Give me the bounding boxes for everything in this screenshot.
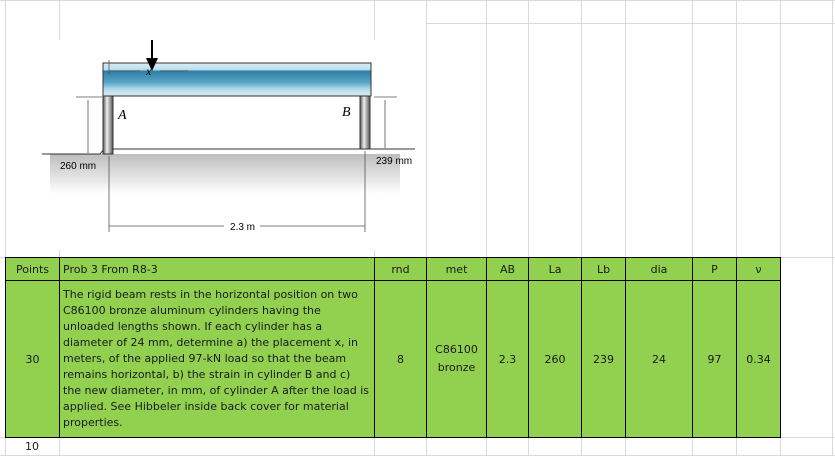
beam-diagram: x A B 260 mm 239 mm 2.3 m — [40, 38, 420, 250]
header-p[interactable]: P — [692, 257, 737, 281]
cell-p[interactable]: 97 — [692, 280, 737, 438]
cell-la-value: 260 — [544, 352, 566, 366]
svg-text:2.3 m: 2.3 m — [230, 222, 255, 233]
header-ab[interactable]: AB — [486, 257, 529, 281]
svg-text:A: A — [117, 108, 127, 123]
header-met-label: met — [445, 262, 468, 276]
header-nu[interactable]: ν — [736, 257, 781, 281]
cell-rnd[interactable]: 8 — [374, 280, 427, 438]
cell-next-points[interactable]: 10 — [5, 437, 59, 455]
svg-text:x: x — [145, 64, 152, 78]
header-points[interactable]: Points — [5, 257, 60, 281]
cell-points[interactable]: 30 — [5, 280, 60, 438]
cell-ab[interactable]: 2.3 — [486, 280, 529, 438]
cell-rnd-value: 8 — [397, 352, 404, 366]
header-nu-label: ν — [755, 262, 762, 276]
header-points-label: Points — [15, 262, 50, 276]
header-lb-label: Lb — [596, 262, 611, 276]
header-rnd-label: rnd — [391, 262, 410, 276]
header-ab-label: AB — [499, 262, 516, 276]
cell-nu-value: 0.34 — [746, 352, 771, 366]
cell-dia-value: 24 — [652, 352, 666, 366]
header-dia[interactable]: dia — [625, 257, 693, 281]
header-lb[interactable]: Lb — [581, 257, 626, 281]
cell-points-value: 30 — [25, 352, 40, 366]
svg-text:B: B — [342, 105, 351, 120]
cell-dia[interactable]: 24 — [625, 280, 693, 438]
header-la[interactable]: La — [528, 257, 582, 281]
cell-met-line1: C86100 — [435, 343, 478, 356]
cell-nu[interactable]: 0.34 — [736, 280, 781, 438]
cell-ab-value: 2.3 — [498, 352, 517, 366]
cell-la[interactable]: 260 — [528, 280, 582, 438]
cell-lb-value: 239 — [593, 352, 614, 366]
header-dia-label: dia — [650, 262, 668, 276]
svg-text:239 mm: 239 mm — [376, 156, 412, 167]
cell-met[interactable]: C86100 bronze — [426, 280, 487, 438]
cell-next-points-value: 10 — [25, 439, 39, 453]
header-problem-label: Prob 3 From R8-3 — [63, 262, 158, 276]
cell-description[interactable]: The rigid beam rests in the horizontal p… — [59, 280, 375, 438]
header-p-label: P — [711, 262, 718, 276]
header-la-label: La — [548, 262, 562, 276]
cell-lb[interactable]: 239 — [581, 280, 626, 438]
header-problem[interactable]: Prob 3 From R8-3 — [59, 257, 375, 281]
cell-met-line2: bronze — [437, 361, 476, 374]
header-rnd[interactable]: rnd — [374, 257, 427, 281]
header-met[interactable]: met — [426, 257, 487, 281]
cell-p-value: 97 — [707, 352, 722, 366]
cell-description-text: The rigid beam rests in the horizontal p… — [63, 288, 369, 429]
svg-text:260 mm: 260 mm — [60, 161, 96, 172]
